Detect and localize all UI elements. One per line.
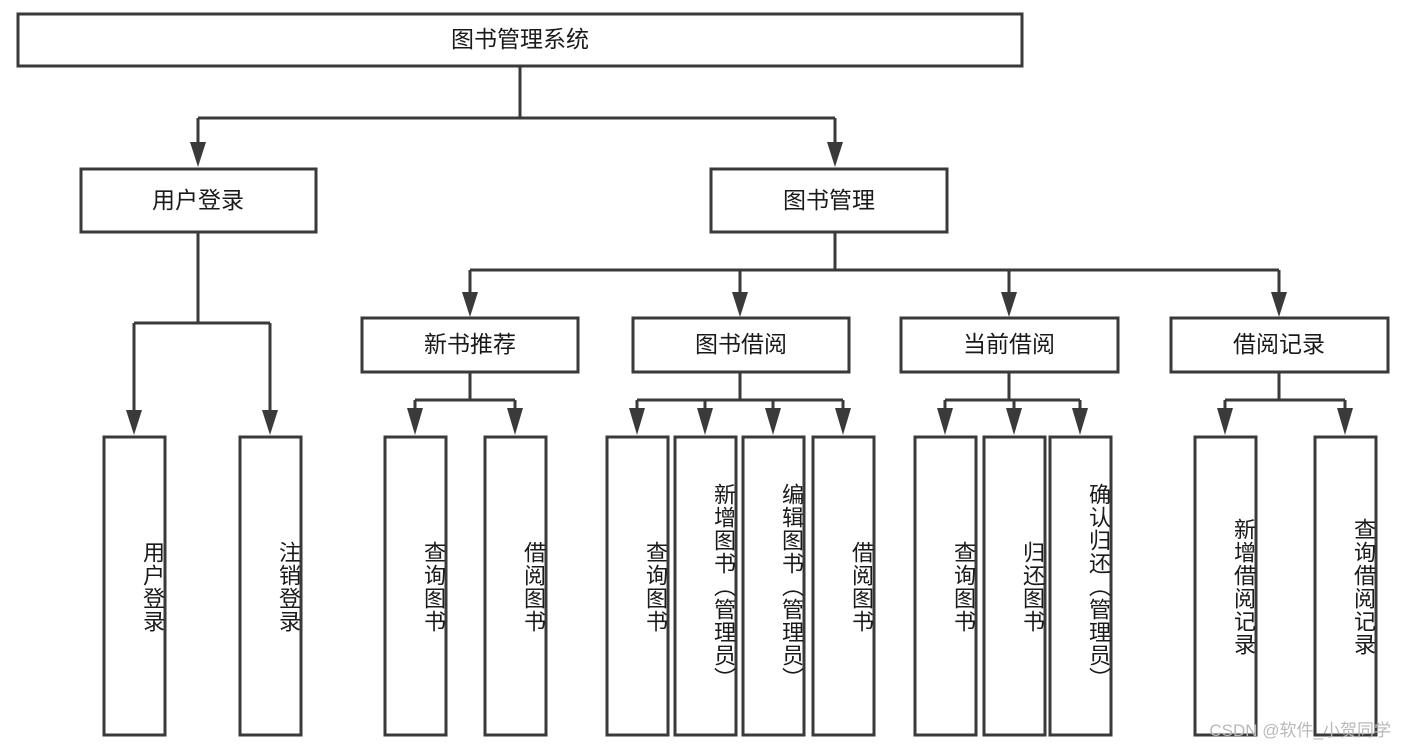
connector-newbook-to-leaves (407, 372, 523, 435)
connector-userlogin-to-leaves (126, 232, 278, 435)
node-borrow-record-label: 借阅记录 (1233, 331, 1325, 357)
node-book-management[interactable]: 图书管理 (709, 167, 949, 234)
connector-bookmgmt-to-level3 (462, 232, 1287, 317)
node-user-login[interactable]: 用户登录 (79, 167, 318, 234)
leaf-box-query-book-cb[interactable] (913, 435, 978, 737)
leaf-box-user-login[interactable] (102, 435, 167, 737)
leaf-box-logout[interactable] (238, 435, 303, 737)
node-book-management-label: 图书管理 (783, 187, 875, 213)
connector-root-to-level2 (190, 66, 843, 167)
node-user-login-label: 用户登录 (152, 187, 244, 213)
leaf-box-query-book-nb[interactable] (383, 435, 448, 737)
leaf-box-return-book[interactable] (982, 435, 1047, 737)
leaf-box-borrow-book-nb[interactable] (483, 435, 548, 737)
leaf-box-borrow-book-bb[interactable] (811, 435, 876, 737)
leaf-box-query-borrow-record[interactable] (1313, 435, 1378, 737)
node-root-book-management-system[interactable]: 图书管理系统 (16, 12, 1024, 68)
node-book-borrow-label: 图书借阅 (695, 331, 787, 357)
connector-borrowrecord-to-leaves (1217, 372, 1353, 435)
node-current-borrow[interactable]: 当前借阅 (899, 316, 1120, 374)
leaf-box-query-book-bb[interactable] (605, 435, 670, 737)
leaf-box-add-borrow-record[interactable] (1193, 435, 1258, 737)
node-new-book-recommend-label: 新书推荐 (424, 331, 516, 357)
node-new-book-recommend[interactable]: 新书推荐 (360, 316, 580, 374)
node-book-borrow[interactable]: 图书借阅 (631, 316, 851, 374)
leaf-box-confirm-return-admin[interactable] (1048, 435, 1113, 737)
node-borrow-record[interactable]: 借阅记录 (1169, 316, 1390, 374)
node-current-borrow-label: 当前借阅 (963, 331, 1055, 357)
connector-currentborrow-to-leaves (937, 372, 1088, 435)
connector-bookborrow-to-leaves (629, 372, 851, 435)
leaf-box-edit-book-admin[interactable] (741, 435, 806, 737)
leaf-box-add-book-admin[interactable] (673, 435, 738, 737)
node-root-label: 图书管理系统 (451, 26, 589, 52)
